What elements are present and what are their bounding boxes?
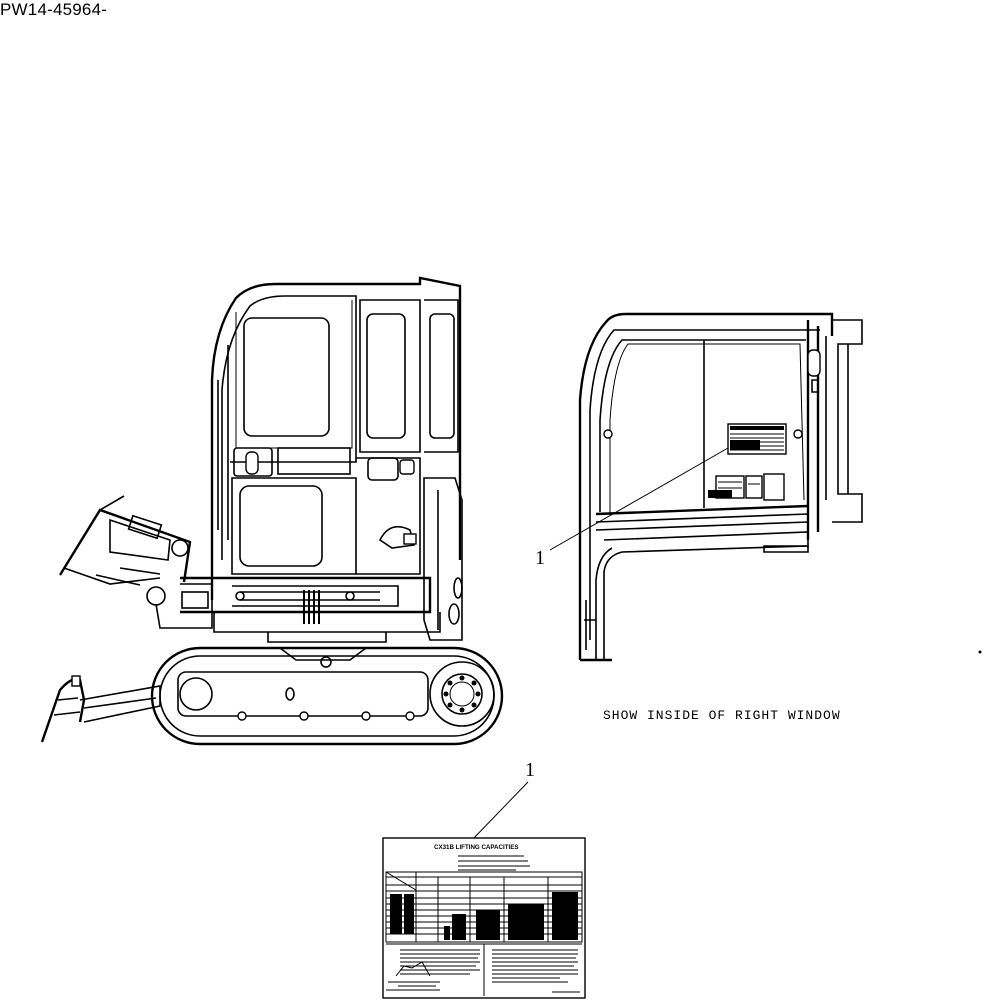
decal-table-values — [390, 892, 578, 940]
decal-title: CX31B LIFTING CAPACITIES — [434, 844, 518, 851]
lifting-capacities-decal: CX31B LIFTING CAPACITIES — [382, 837, 586, 999]
callout-number-decal: 1 — [525, 759, 535, 781]
right-window-illustration — [549, 312, 863, 662]
step-grille — [303, 590, 320, 624]
drawing-code: PW14-45964- — [0, 0, 108, 19]
window-caption: SHOW INSIDE OF RIGHT WINDOW — [603, 708, 841, 723]
track-rollers — [237, 711, 415, 721]
callout-number-window: 1 — [535, 547, 545, 569]
sprocket-bolts — [443, 675, 481, 713]
excavator-illustration — [40, 276, 504, 746]
decal-location-on-window — [708, 423, 787, 501]
